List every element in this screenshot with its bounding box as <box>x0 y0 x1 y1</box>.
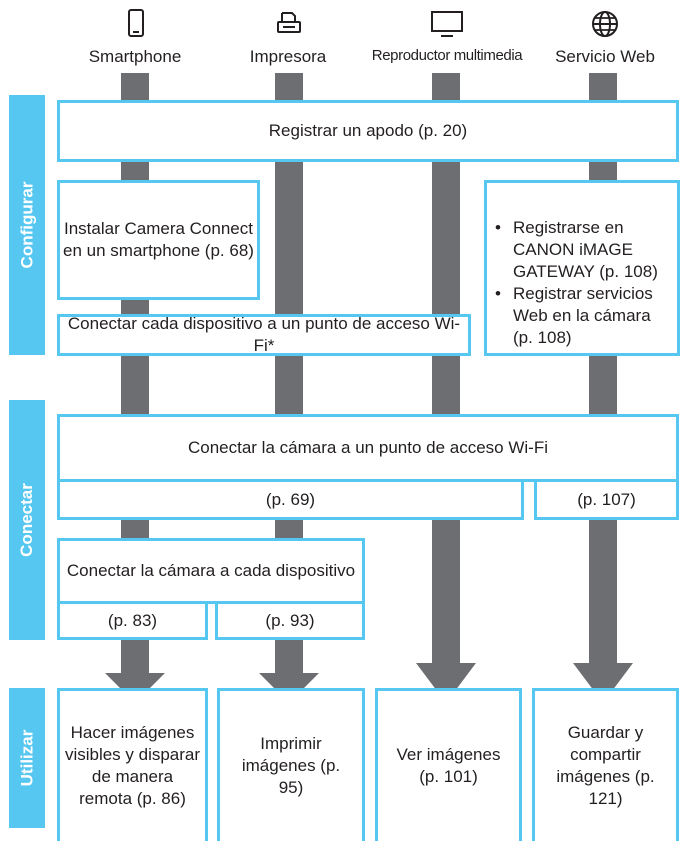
ref-p83-box: (p. 83) <box>57 601 208 640</box>
section-label-conectar: Conectar <box>9 400 45 640</box>
register-nickname-box: Registrar un apodo (p. 20) <box>57 100 679 162</box>
ref-p93-box: (p. 93) <box>215 601 365 640</box>
section-label-utilizar: Utilizar <box>9 688 45 828</box>
section-label-configurar: Configurar <box>9 95 45 355</box>
connect-camera-device-box: Conectar la cámara a cada dispositivo <box>57 538 365 604</box>
use-media-player-box: Ver imágenes (p. 101) <box>375 688 522 841</box>
web-setup-bullet: Registrarse en CANON iMAGE GATEWAY (p. 1… <box>493 217 673 283</box>
ref-p69-box: (p. 69) <box>57 479 524 520</box>
smartphone-icon <box>128 9 144 37</box>
web-service-setup-box: Registrarse en CANON iMAGE GATEWAY (p. 1… <box>484 180 680 356</box>
connect-camera-access-point-box: Conectar la cámara a un punto de acceso … <box>57 414 679 482</box>
use-printer-box: Imprimir imágenes (p. 95) <box>217 688 365 841</box>
flow-bar-media-player <box>432 73 460 665</box>
column-label-web-service: Servicio Web <box>555 47 655 66</box>
printer-icon <box>277 12 301 33</box>
web-setup-bullet: Registrar servicios Web en la cámara (p.… <box>493 283 673 349</box>
web-service-setup-list: Registrarse en CANON iMAGE GATEWAY (p. 1… <box>493 217 673 349</box>
column-label-smartphone: Smartphone <box>88 47 182 66</box>
monitor-icon <box>431 11 463 37</box>
flow-bar-web-service <box>589 73 617 665</box>
column-label-printer: Impresora <box>249 47 327 66</box>
ref-p107-box: (p. 107) <box>534 479 679 520</box>
connect-devices-access-point-box: Conectar cada dispositivo a un punto de … <box>57 314 471 356</box>
install-camera-connect-box: Instalar Camera Connect en un smartphone… <box>57 180 260 300</box>
use-smartphone-box: Hacer imágenes visibles y disparar de ma… <box>57 688 208 841</box>
globe-icon <box>592 11 618 37</box>
column-label-media-player: Reproductor multimedia <box>371 47 523 64</box>
use-web-service-box: Guardar y compartir imágenes (p. 121) <box>532 688 679 841</box>
